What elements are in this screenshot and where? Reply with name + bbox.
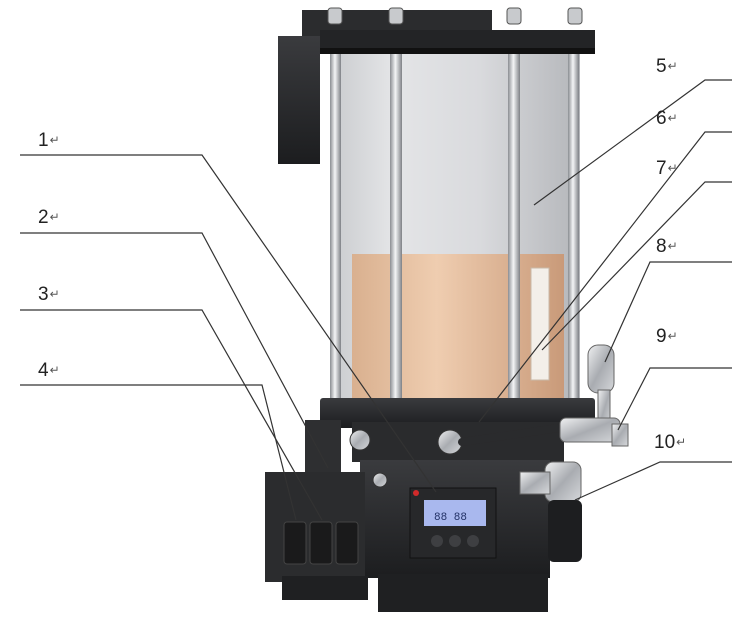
- reservoir: [330, 54, 580, 402]
- lcd-display: [424, 500, 486, 526]
- tie-rods: [330, 54, 579, 400]
- callout-4: 4↵: [38, 360, 60, 381]
- callout-6: 6↵: [656, 108, 678, 129]
- callout-10: 10↵: [654, 432, 687, 453]
- lcd-readout: 88 88: [434, 512, 467, 524]
- base-ring: [320, 398, 595, 428]
- top-cover: [302, 7, 595, 54]
- motor-housing: [278, 36, 320, 164]
- callout-9: 9↵: [656, 326, 678, 347]
- control-panel: 88 88: [409, 487, 497, 559]
- level-window: [530, 267, 550, 381]
- callout-2: 2↵: [38, 207, 60, 228]
- callout-8: 8↵: [656, 236, 678, 257]
- callout-5: 5↵: [656, 56, 678, 77]
- outlet-fitting: [559, 417, 621, 443]
- pump-body: [265, 460, 550, 612]
- callout-7: 7↵: [656, 158, 678, 179]
- leader-lines: [20, 79, 732, 521]
- callout-1: 1↵: [38, 130, 60, 151]
- cable-gland: [548, 500, 582, 562]
- callout-3: 3↵: [38, 284, 60, 305]
- electrical-connectors: [283, 521, 359, 565]
- grease-level: [352, 254, 564, 402]
